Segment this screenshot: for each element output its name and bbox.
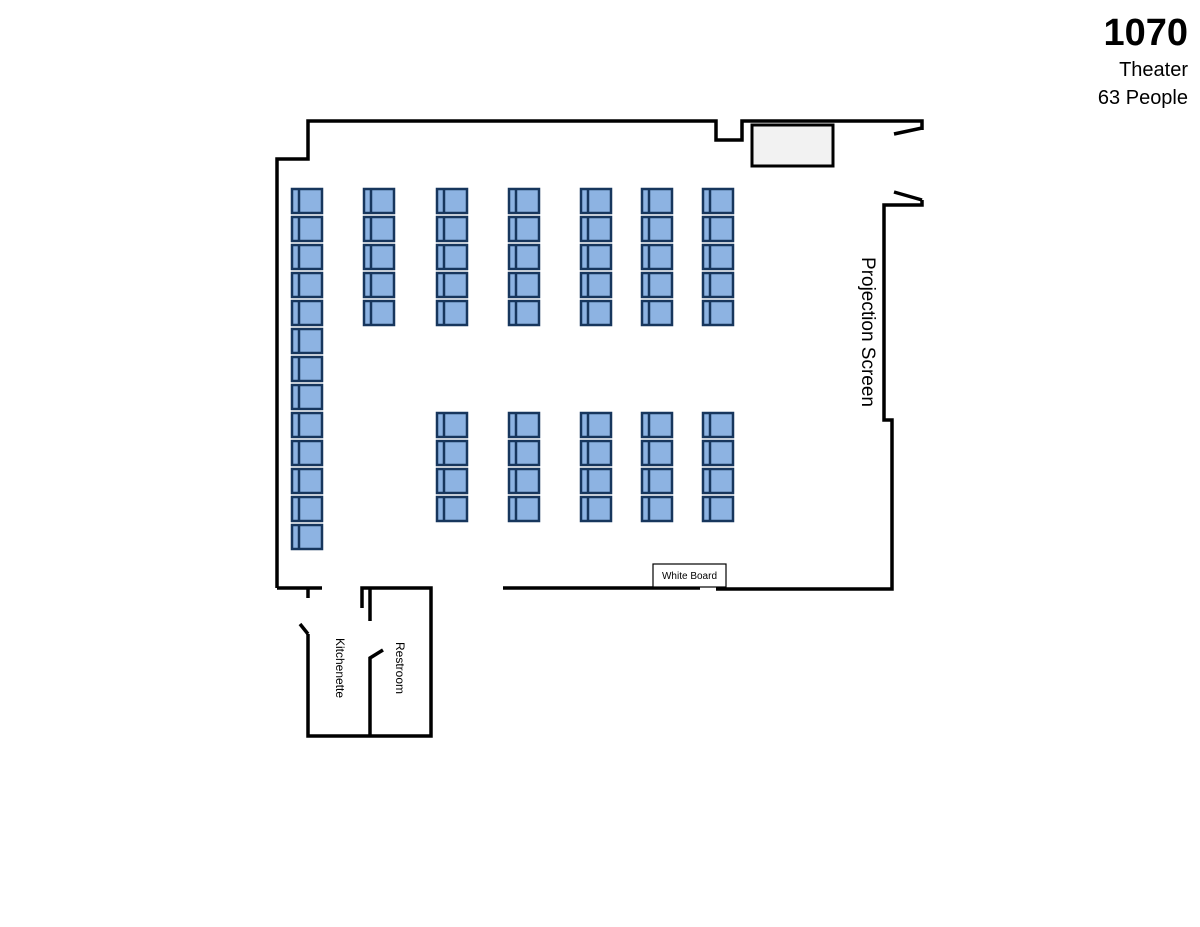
chair (507, 495, 541, 523)
room-layout-type: Theater (1119, 59, 1188, 81)
restroom-label: Restroom (393, 642, 407, 694)
chair (579, 271, 613, 299)
chair (435, 467, 469, 495)
chair (579, 215, 613, 243)
wall-kitchenette-restroom (306, 586, 433, 738)
chair (640, 271, 674, 299)
chair (362, 243, 396, 271)
chair (435, 299, 469, 327)
door-restroom (368, 648, 384, 736)
chair (640, 439, 674, 467)
chair (435, 187, 469, 215)
chair (701, 467, 735, 495)
chair (701, 187, 735, 215)
wall-right (716, 200, 924, 591)
chair (701, 243, 735, 271)
chair (701, 495, 735, 523)
chair (435, 495, 469, 523)
door-top-right-upper (893, 126, 923, 136)
chair (640, 467, 674, 495)
room-title-block: 1070 Theater 63 People (1098, 10, 1188, 112)
seating-area (290, 187, 735, 551)
chair (579, 411, 613, 439)
chair (579, 439, 613, 467)
chair (507, 439, 541, 467)
chair (579, 187, 613, 215)
chair (362, 299, 396, 327)
chair (507, 299, 541, 327)
chair (290, 243, 324, 271)
chair (435, 411, 469, 439)
chair (290, 411, 324, 439)
chair (435, 215, 469, 243)
chair (701, 271, 735, 299)
room-number: 1070 (1103, 12, 1188, 54)
kitchenette-label: Kitchenette (333, 638, 347, 698)
chair (701, 411, 735, 439)
wall-top-left (275, 119, 924, 588)
chair (579, 299, 613, 327)
chair (435, 243, 469, 271)
chair (435, 271, 469, 299)
chair (507, 271, 541, 299)
chair (362, 271, 396, 299)
white-board (652, 563, 727, 588)
projection-screen-label: Projection Screen (857, 257, 878, 407)
chair (290, 495, 324, 523)
chair (640, 187, 674, 215)
chair (640, 495, 674, 523)
chair (290, 271, 324, 299)
chair (435, 439, 469, 467)
chair (290, 355, 324, 383)
chair (290, 327, 324, 355)
chair (290, 299, 324, 327)
chair (701, 215, 735, 243)
chair (362, 187, 396, 215)
chair (507, 467, 541, 495)
chair (507, 243, 541, 271)
chair (640, 411, 674, 439)
chair (290, 215, 324, 243)
chair (507, 411, 541, 439)
door-top-right-lower (893, 190, 923, 202)
chair (290, 467, 324, 495)
chair (290, 187, 324, 215)
chair (507, 215, 541, 243)
door-kitchenette (298, 622, 310, 636)
chair (579, 243, 613, 271)
chair (701, 299, 735, 327)
white-board-label: White Board (662, 571, 717, 582)
chair (701, 439, 735, 467)
chair (640, 243, 674, 271)
chair (640, 215, 674, 243)
chair (290, 383, 324, 411)
fixture-box (750, 123, 835, 168)
chair (507, 187, 541, 215)
chair (579, 467, 613, 495)
chair (362, 215, 396, 243)
chair (640, 299, 674, 327)
chair (290, 439, 324, 467)
chair (290, 523, 324, 551)
room-capacity: 63 People (1097, 87, 1188, 109)
chair (579, 495, 613, 523)
